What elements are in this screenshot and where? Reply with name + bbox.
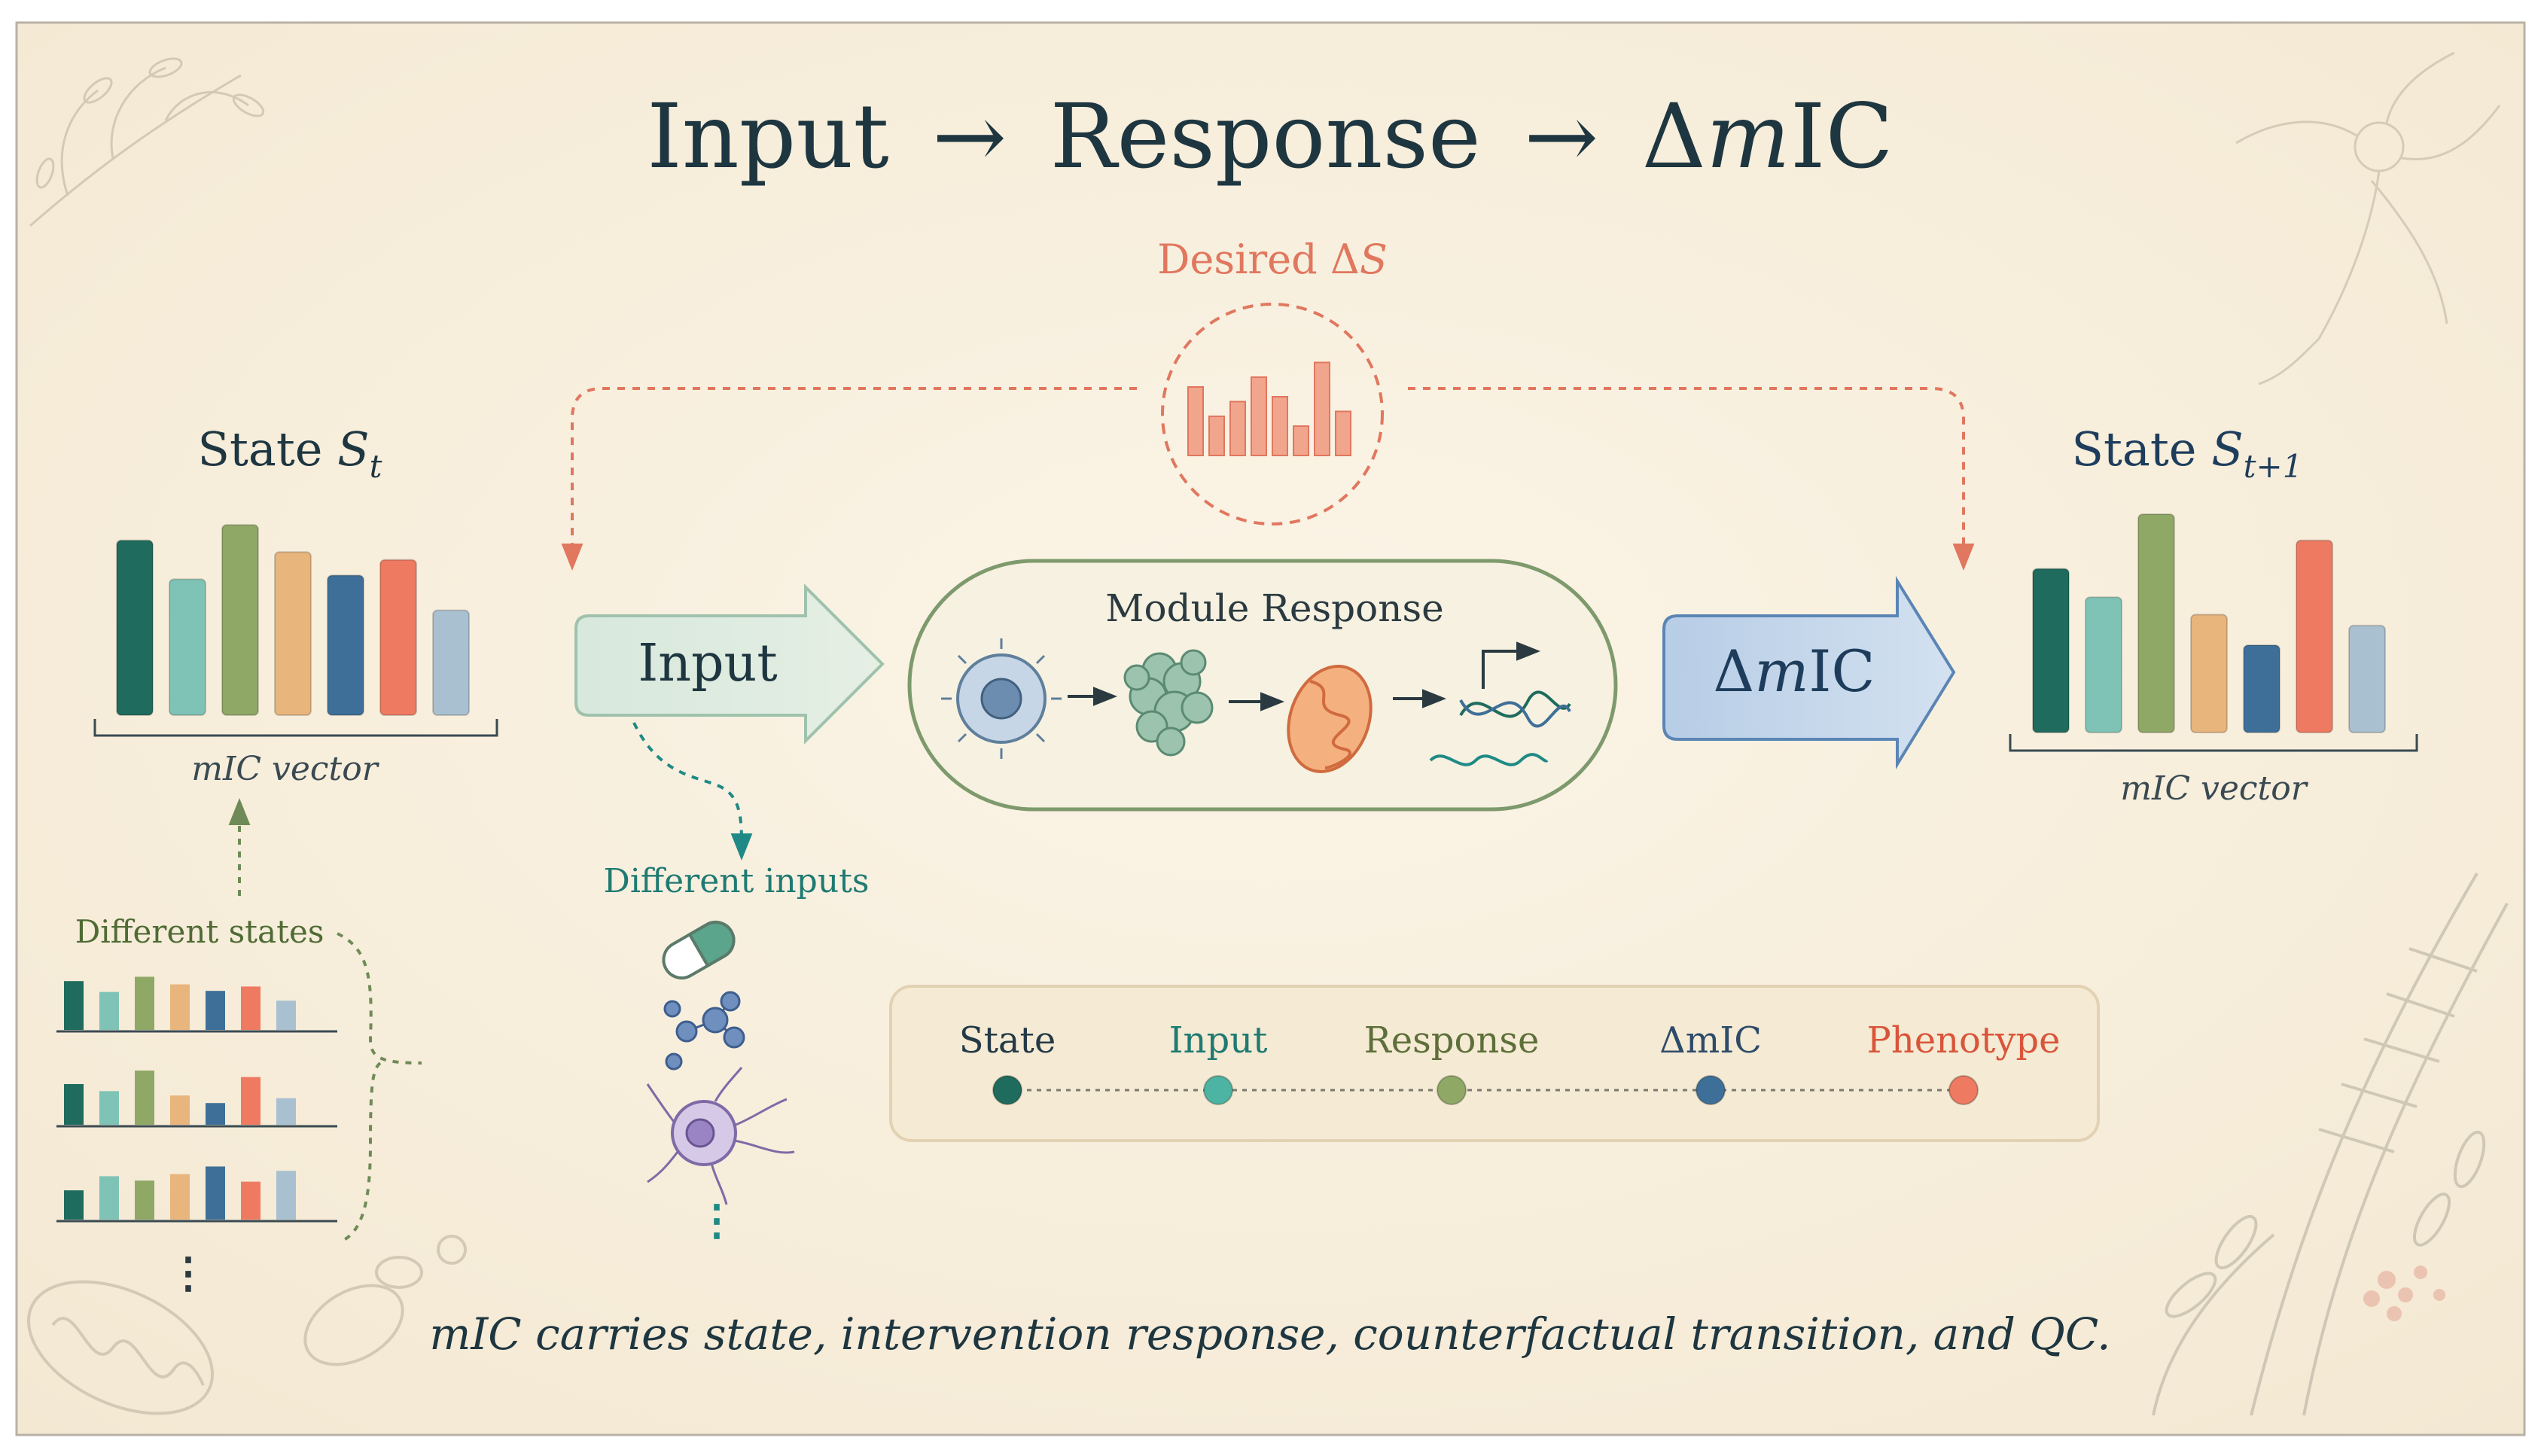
state-left-label: State St	[197, 422, 382, 485]
state-right-axis-bracket	[2009, 734, 2418, 752]
legend-label-4: Phenotype	[1867, 1019, 2061, 1062]
mini-bar-r1-2	[99, 991, 119, 1030]
state-right-bar-3	[2137, 513, 2175, 733]
botanical-sketch-top-left	[29, 57, 265, 227]
desired-bar-3	[1229, 401, 1246, 456]
mini-bar-r1-1	[64, 981, 84, 1030]
mini-bar-r1-6	[241, 986, 260, 1030]
svg-text:Input → Response: Input → Response → ΔmIC	[647, 84, 1894, 188]
mini-bar-r2-5	[206, 1103, 225, 1125]
state-left-bar-6	[379, 559, 417, 716]
mini-bar-r2-1	[64, 1084, 84, 1125]
legend-dot-0	[992, 1075, 1022, 1105]
input-arrow: Input	[574, 583, 885, 745]
footer-caption: mIC carries state, intervention response…	[429, 1308, 2110, 1360]
different-states-ellipsis: ⋮	[167, 1248, 209, 1298]
desired-bar-5	[1272, 396, 1288, 456]
mini-bar-r2-4	[170, 1095, 190, 1125]
mini-bar-r2-3	[135, 1071, 154, 1125]
desired-bar-1	[1187, 386, 1204, 456]
legend-label-3: ΔmIC	[1659, 1019, 1762, 1062]
legend-dot-1	[1203, 1075, 1233, 1105]
different-states-mini-charts	[56, 976, 337, 1223]
state-left-bar-4	[274, 551, 312, 717]
legend-label-1: Input	[1169, 1019, 1268, 1062]
flower-sketch-bottom-right	[2363, 1266, 2445, 1321]
pill-icon	[662, 921, 736, 979]
neuron-sketch-top-right	[2235, 51, 2501, 385]
mini-bar-r3-3	[135, 1180, 154, 1220]
legend-dot-2	[1437, 1075, 1467, 1105]
module-response-label: Module Response	[1105, 586, 1443, 630]
desired-delta-s-label: Desired ΔS	[1157, 236, 1388, 283]
molecule-icon	[663, 991, 745, 1071]
different-states-brace	[337, 932, 422, 1242]
mini-bar-r2-7	[276, 1098, 296, 1125]
state-right-bar-7	[2348, 624, 2386, 734]
mitochondria-sketch-bottom-left	[26, 1235, 467, 1415]
state-left-bar-3	[221, 524, 259, 716]
mini-bar-r3-2	[99, 1176, 119, 1220]
legend-dot-3	[1696, 1075, 1726, 1105]
delta-mic-arrow-label: ΔmIC	[1713, 638, 1875, 705]
mini-bar-r2-2	[99, 1091, 119, 1125]
main-title: Input → Response → ΔmIC	[647, 84, 1894, 188]
state-left-axis-label: mIC vector	[191, 750, 379, 788]
mini-bar-r1-3	[135, 976, 154, 1030]
desired-bar-2	[1208, 416, 1225, 456]
legend-dot-4	[1948, 1075, 1979, 1105]
desired-bar-8	[1335, 410, 1351, 456]
desired-bar-6	[1293, 425, 1309, 456]
dna-plant-sketch-bottom-right	[2152, 872, 2509, 1416]
cell-icon	[941, 638, 1062, 759]
mini-bar-r1-4	[170, 984, 190, 1030]
state-right-axis-label: mIC vector	[2120, 769, 2308, 808]
mini-bar-r3-4	[170, 1174, 190, 1220]
state-right-label: State St+1	[2072, 422, 2303, 485]
state-left-bar-chart	[116, 524, 470, 717]
state-right-bar-4	[2190, 614, 2228, 734]
state-right-bar-6	[2296, 539, 2333, 733]
feedback-line-right	[1408, 387, 1975, 571]
module-response-panel: Module Response	[907, 559, 1618, 812]
state-right-bar-5	[2243, 644, 2281, 733]
desired-bar-4	[1251, 376, 1267, 456]
different-inputs-label: Different inputs	[604, 862, 870, 900]
mini-bar-r3-6	[241, 1181, 260, 1220]
mini-bar-r3-1	[64, 1190, 84, 1220]
feedback-line-left	[561, 387, 1137, 571]
protein-complex-icon	[1123, 649, 1214, 757]
desired-bar-7	[1314, 361, 1330, 456]
different-states-label: Different states	[75, 913, 324, 950]
state-left-bar-7	[432, 609, 470, 716]
mini-bar-r2-6	[241, 1077, 260, 1125]
state-left-bar-1	[116, 539, 154, 716]
state-left-axis-bracket	[93, 719, 498, 737]
input-arrow-label: Input	[638, 634, 777, 693]
desired-change-bars	[1187, 361, 1351, 456]
legend-label-0: State	[959, 1019, 1056, 1062]
legend-panel: State Input Response ΔmIC Phenotype	[889, 985, 2100, 1142]
immune-cell-icon	[646, 1067, 795, 1205]
state-left-bar-2	[169, 578, 206, 717]
state-right-bar-1	[2032, 568, 2070, 733]
different-inputs-ellipsis: ⋮	[696, 1196, 738, 1245]
gene-expression-icon	[1429, 641, 1571, 766]
input-to-different-inputs-arrow	[632, 722, 753, 861]
state-right-bar-chart	[2032, 513, 2386, 734]
mini-bar-r3-5	[206, 1166, 225, 1220]
desired-change-circle	[1161, 303, 1384, 525]
mini-bar-r3-7	[276, 1171, 296, 1220]
mitochondrion-icon	[1287, 665, 1373, 773]
mini-bar-r1-5	[206, 991, 225, 1030]
legend-label-2: Response	[1364, 1019, 1540, 1062]
mini-bar-r1-7	[276, 1001, 296, 1030]
delta-mic-arrow: ΔmIC	[1662, 575, 1956, 770]
state-right-bar-2	[2085, 596, 2122, 734]
state-left-bar-5	[327, 574, 364, 716]
